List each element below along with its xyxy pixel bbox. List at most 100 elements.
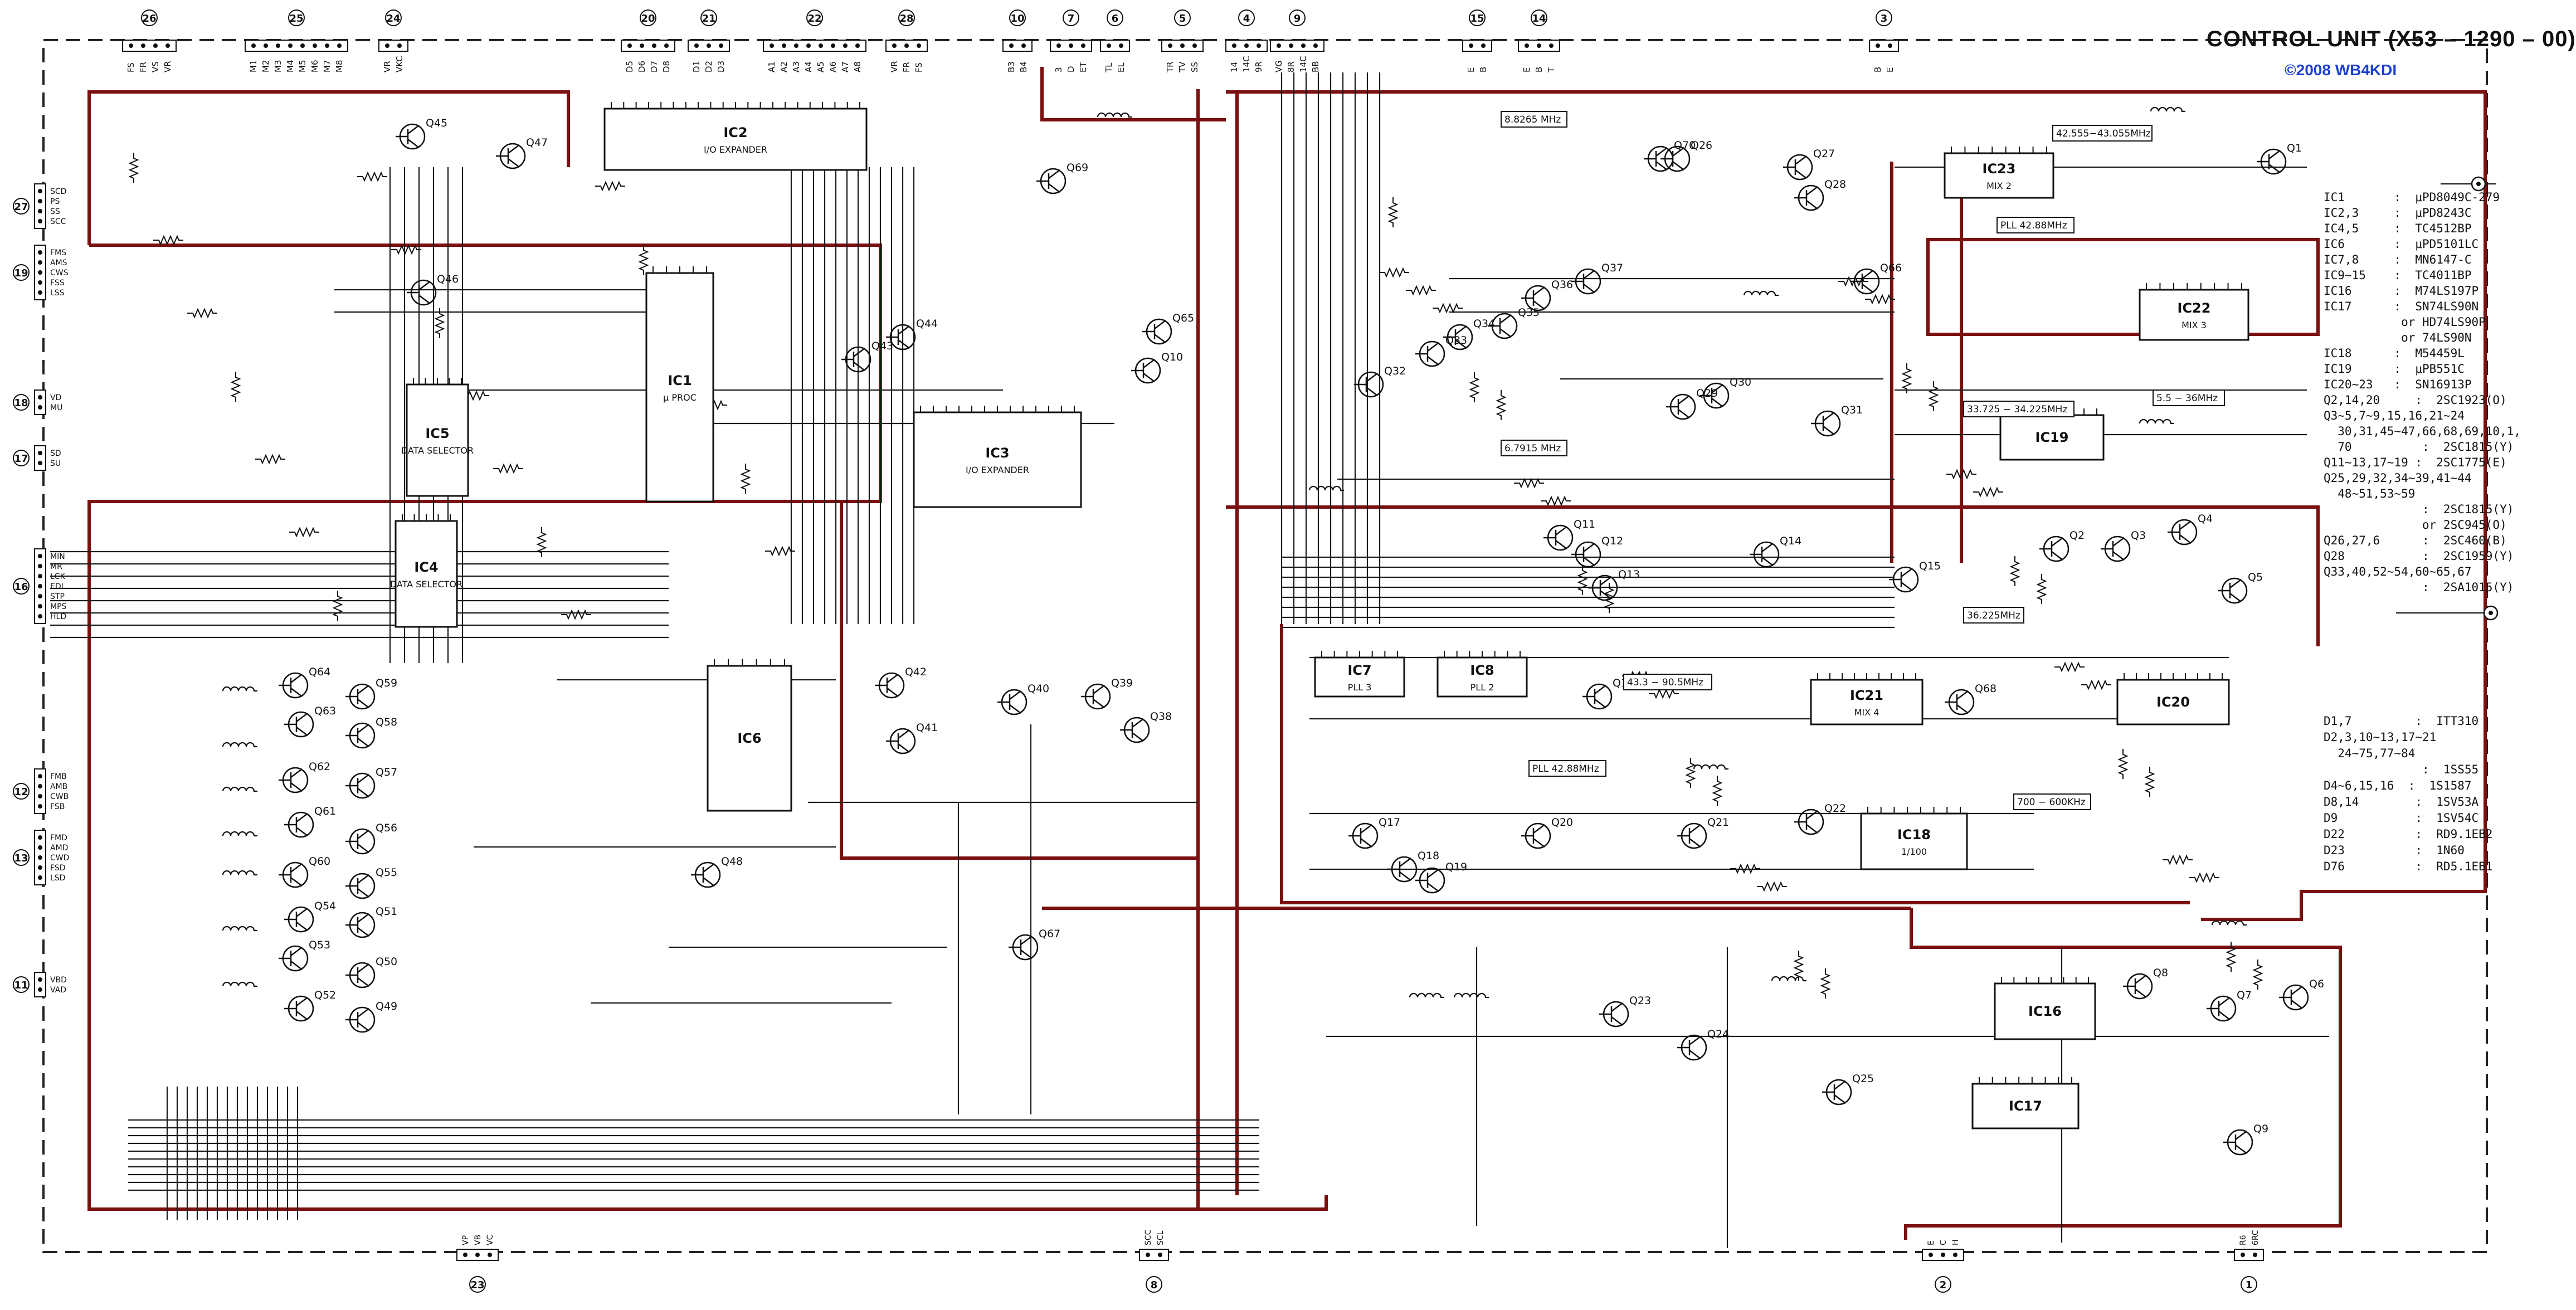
connector-pin xyxy=(141,43,145,48)
inductor-symbol xyxy=(222,786,257,792)
transistor-ref: Q13 xyxy=(1618,568,1640,581)
frequency-tag-text: 6.7915 MHz xyxy=(1504,443,1561,454)
transistor-leads xyxy=(496,144,520,168)
resistor-symbol xyxy=(2036,574,2047,604)
transistor-symbol: Q58 xyxy=(345,716,397,749)
transistor-symbol: Q15 xyxy=(1889,560,1941,593)
parts-list-line: Q28 : 2SC1959(Y) xyxy=(2324,549,2514,563)
connector-id-ring xyxy=(806,9,823,26)
connector-id: 23 xyxy=(470,1279,484,1291)
connector-id: 3 xyxy=(1881,13,1888,25)
connector-pin xyxy=(38,554,42,558)
connector-pin xyxy=(38,280,42,285)
connector-pin xyxy=(38,875,42,880)
transistor-symbol: Q20 xyxy=(1521,816,1573,849)
connector-pin-label: MR xyxy=(50,562,62,571)
transistor-symbol: Q1 xyxy=(2257,142,2302,175)
transistor-ref: Q68 xyxy=(1975,683,1996,695)
transistor-symbol: Q43 xyxy=(841,340,893,373)
diagram-title: CONTROL UNIT (X53 – 1290 – 00) xyxy=(2207,27,2576,51)
connector-pin-label: VR xyxy=(382,61,392,72)
connector-pin xyxy=(38,835,42,840)
transistor-symbol: Q54 xyxy=(284,900,336,933)
connector-pin xyxy=(1888,43,1892,48)
connector-id-ring xyxy=(1174,9,1191,26)
resistor-zigzag xyxy=(1387,197,1399,227)
parts-list-line: 48∼51,53∼59 xyxy=(2324,487,2416,500)
connector-id-ring xyxy=(2241,1276,2257,1293)
transistor-leads xyxy=(1822,1080,1846,1104)
connector-pin xyxy=(1549,43,1554,48)
parts-list-line: IC1 : μPD8049C-279 xyxy=(2324,191,2500,204)
ic-package xyxy=(1994,982,2096,1040)
connector-id-ring xyxy=(640,9,656,26)
connector-housing xyxy=(1139,1249,1169,1261)
connector-id-ring xyxy=(13,264,30,281)
connector-id-ring xyxy=(13,578,30,595)
transistor-ref: Q3 xyxy=(2131,529,2146,542)
transistor-leads xyxy=(2218,579,2242,602)
connector-id: 27 xyxy=(14,201,28,213)
transistor-ref: Q53 xyxy=(309,939,330,951)
ic-package xyxy=(913,411,1082,508)
frequency-tag-box xyxy=(2052,125,2153,142)
transistor-ref: Q29 xyxy=(1696,387,1718,400)
connector-pin-label: FS xyxy=(914,62,924,72)
resistor-symbol xyxy=(1928,381,1939,411)
transistor-leads xyxy=(1945,690,1969,714)
frequency-tag: 33.725 − 34.225MHz xyxy=(1963,401,2075,417)
connector-pin xyxy=(1277,43,1281,48)
connector-id: 14 xyxy=(1532,13,1546,25)
resistor-zigzag xyxy=(1730,863,1760,874)
transistor-symbol: Q61 xyxy=(284,805,336,838)
connector-id-ring xyxy=(13,394,30,411)
connector-pin xyxy=(1168,43,1172,48)
connector-pin-label: VR xyxy=(889,61,899,72)
transistor-ref: Q65 xyxy=(1172,312,1194,324)
transistor-symbol: Q36 xyxy=(1521,279,1573,311)
transistor-ref: Q36 xyxy=(1551,279,1573,291)
transistor-ref: Q5 xyxy=(2248,571,2263,583)
connector-pin xyxy=(1069,43,1073,48)
connector-id: 18 xyxy=(14,397,28,409)
connector-pin-label: 8R xyxy=(1286,61,1296,72)
transistor-ref: Q55 xyxy=(376,866,397,879)
connector-id-ring xyxy=(13,198,30,215)
inductor-coil xyxy=(222,686,257,692)
transistor-leads xyxy=(1794,186,1818,210)
transistor-leads xyxy=(345,685,369,708)
connector-id: 10 xyxy=(1010,13,1024,25)
frequency-tag-text: 700 − 600KHz xyxy=(2017,797,2086,808)
inductor-symbol xyxy=(1693,764,1728,770)
frequency-tag-text: 33.725 − 34.225MHz xyxy=(1967,404,2067,415)
transistor-symbol: Q2 xyxy=(2039,529,2085,562)
connector-pin-label: CWB xyxy=(50,792,69,801)
transistor-leads xyxy=(1599,1002,1623,1026)
connector-pin-label: STP xyxy=(50,592,65,601)
transistor-symbol: Q55 xyxy=(345,866,397,899)
ic-package xyxy=(603,108,868,171)
connector-id: 1 xyxy=(2246,1279,2253,1291)
inductor-coil xyxy=(1308,485,1344,491)
resistor-zigzag xyxy=(391,244,421,255)
frequency-tag-text: PLL 42.88MHz xyxy=(1532,763,1599,775)
transistor-ref: Q32 xyxy=(1384,365,1406,377)
connector-pin xyxy=(38,461,42,465)
connector-id: 9 xyxy=(1294,13,1301,25)
parts-list-line: or 74LS90N xyxy=(2324,331,2472,344)
connector-pin-label: VKC xyxy=(395,56,405,72)
connector-pin-label: D6 xyxy=(637,61,647,72)
connector-housing xyxy=(34,972,46,997)
transistor-leads xyxy=(1348,824,1372,848)
resistor-zigzag xyxy=(1685,758,1696,788)
transistor-leads xyxy=(1811,412,1835,435)
connector-pin xyxy=(1525,43,1529,48)
transistor-symbol: Q33 xyxy=(1415,334,1467,367)
connector-pin xyxy=(38,855,42,860)
parts-list-line: IC20∼23 : SN16913P xyxy=(2324,378,2472,391)
transistor-leads xyxy=(1081,685,1105,708)
